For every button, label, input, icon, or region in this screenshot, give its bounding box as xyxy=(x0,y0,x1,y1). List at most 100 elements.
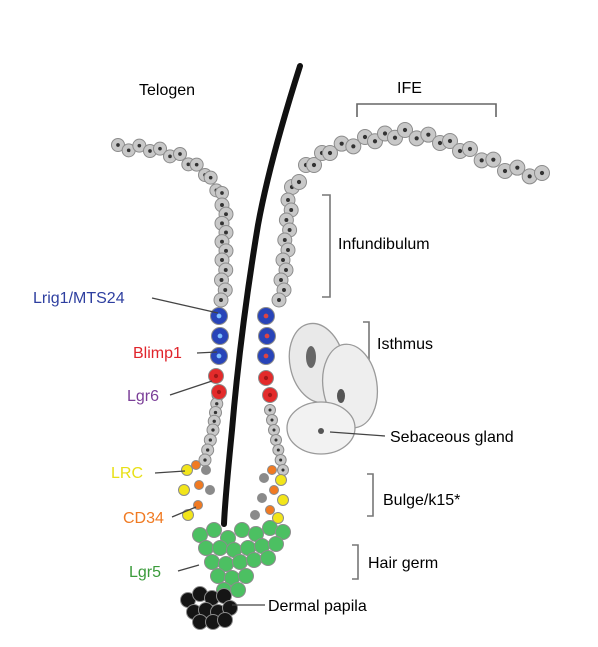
epidermal-cell-nucleus xyxy=(426,132,431,137)
follicle-cell-nucleus xyxy=(279,278,283,282)
follicle-cell-nucleus xyxy=(219,298,223,302)
sebaceous-leader xyxy=(329,431,386,437)
ife-right-cells xyxy=(284,122,550,195)
follicle-cell-nucleus xyxy=(203,458,207,462)
follicle-cell-nucleus xyxy=(270,418,274,422)
lgr6-leader xyxy=(169,380,213,396)
epidermal-cell-nucleus xyxy=(194,162,199,167)
follicle-cell-nucleus xyxy=(223,268,228,272)
epidermal-cell-nucleus xyxy=(351,144,356,149)
follicle-cell-nucleus xyxy=(281,258,285,262)
epidermal-cell-nucleus xyxy=(467,146,473,152)
blimp1-cell-nucleus xyxy=(216,389,222,395)
epidermal-cell-nucleus xyxy=(186,162,191,167)
epidermal-cell-nucleus xyxy=(372,139,378,144)
follicle-cell-nucleus xyxy=(282,288,286,292)
hair-germ-cells xyxy=(192,520,291,598)
epidermal-cell-nucleus xyxy=(311,162,317,168)
epidermal-cell-nucleus xyxy=(148,149,152,153)
lgr5-leader xyxy=(177,564,200,572)
epidermal-cell-nucleus xyxy=(447,138,453,144)
lrig1-cell-nucleus xyxy=(263,313,269,319)
lrig1-cell-nucleus xyxy=(217,333,223,339)
hair-germ-bracket xyxy=(352,544,359,580)
lrc-cell xyxy=(277,494,289,506)
follicle-cell-nucleus xyxy=(224,248,228,253)
marker-cells xyxy=(178,307,289,524)
epidermal-cell-nucleus xyxy=(392,135,398,140)
epidermal-cell-nucleus xyxy=(137,143,142,148)
telogen-label: Telogen xyxy=(139,82,195,99)
hair-germ-label: Hair germ xyxy=(368,555,438,572)
lrig1-marker-label: Lrig1/MTS24 xyxy=(33,290,125,307)
follicle-cell-nucleus xyxy=(205,448,210,452)
infundibulum-bracket xyxy=(322,194,331,298)
lgr5-cell xyxy=(210,568,226,584)
epidermal-cell-nucleus xyxy=(414,136,419,141)
follicle-cell-nucleus xyxy=(281,468,285,472)
lrc-cell xyxy=(181,464,193,476)
epidermal-cell-nucleus xyxy=(208,175,213,180)
follicle-cell-nucleus xyxy=(224,212,228,217)
blimp1-leader xyxy=(196,351,218,354)
epidermal-cell-nucleus xyxy=(515,165,520,170)
lrig1-leader xyxy=(151,297,219,314)
bulge-cell xyxy=(250,510,260,520)
follicle-cell-nucleus xyxy=(282,238,287,242)
epidermal-cell-nucleus xyxy=(178,152,182,156)
lgr5-cell xyxy=(232,554,248,570)
ife-label: IFE xyxy=(397,80,422,97)
follicle-cell-nucleus xyxy=(274,438,278,442)
cd34-cell xyxy=(194,480,204,490)
cd34-marker-label: CD34 xyxy=(123,510,164,527)
follicle-cell-nucleus xyxy=(284,268,288,272)
follicle-cell-nucleus xyxy=(284,218,289,222)
epidermal-cell-nucleus xyxy=(362,134,368,140)
follicle-cell-nucleus xyxy=(208,438,213,442)
lrig1-cell-nucleus xyxy=(263,353,269,359)
epidermal-cell-nucleus xyxy=(220,191,224,195)
epidermal-cell-nucleus xyxy=(457,148,463,154)
sebaceous-gland-shape xyxy=(286,322,379,455)
dermal-papila-cells xyxy=(180,586,238,630)
follicle-cell-nucleus xyxy=(268,408,272,412)
follicle-cell-nucleus xyxy=(277,298,281,302)
lrc-marker-label: LRC xyxy=(111,465,143,482)
follicle-cell-nucleus xyxy=(220,221,224,226)
epidermal-cell-nucleus xyxy=(116,143,120,147)
epidermal-cell-nucleus xyxy=(491,157,496,162)
follicle-cell-nucleus xyxy=(219,278,224,282)
blimp1-marker-label: Blimp1 xyxy=(133,345,182,362)
cd34-cell xyxy=(265,505,275,515)
follicle-cell-nucleus xyxy=(220,239,224,244)
dermal-papila-label: Dermal papila xyxy=(268,598,367,615)
lgr5-cell xyxy=(192,527,208,543)
lgr5-cell xyxy=(260,550,276,566)
lgr5-marker-label: Lgr5 xyxy=(129,564,161,581)
bulge-cell xyxy=(201,465,211,475)
papila-cell xyxy=(217,612,233,628)
epidermal-cell-nucleus xyxy=(339,141,344,146)
lgr5-cell xyxy=(275,524,291,540)
lrig1-cell-nucleus xyxy=(216,353,222,359)
bulge-cell xyxy=(257,493,267,503)
follicle-cell-nucleus xyxy=(220,258,224,262)
follicle-cell-nucleus xyxy=(211,428,215,432)
blimp1-cell-nucleus xyxy=(213,373,219,379)
lrc-leader xyxy=(154,470,186,474)
cd34-leader xyxy=(171,506,197,518)
epidermal-cell-nucleus xyxy=(527,174,532,179)
sebaceous-gland-label: Sebaceous gland xyxy=(390,429,514,446)
follicle-cell-nucleus xyxy=(289,208,294,212)
follicle-cell-nucleus xyxy=(287,228,292,232)
lgr5-cell xyxy=(198,540,214,556)
lrc-cell xyxy=(178,484,190,496)
lgr5-cell xyxy=(230,582,246,598)
lrc-cell xyxy=(182,509,194,521)
ife-left-cells xyxy=(111,138,229,200)
cd34-cell xyxy=(269,485,279,495)
follicle-cell-nucleus xyxy=(212,419,216,423)
lgr5-cell xyxy=(204,554,220,570)
ife-bracket xyxy=(356,103,497,117)
